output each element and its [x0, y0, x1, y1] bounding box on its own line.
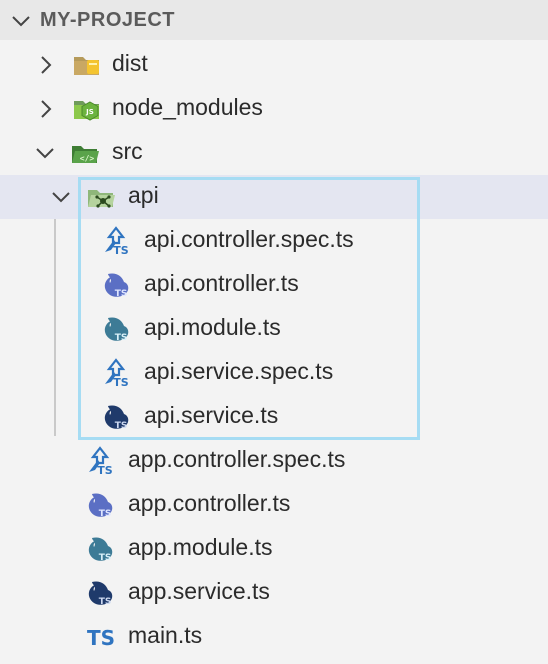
tree-item-label: api.service.ts: [144, 402, 279, 428]
tree-item-label: api.service.spec.ts: [144, 358, 334, 384]
tree-item-label: node_modules: [112, 94, 263, 120]
tree-item-label: app.controller.ts: [128, 490, 291, 516]
tree-item-label: app.module.ts: [128, 534, 273, 560]
svg-text:</>: </>: [80, 154, 95, 163]
tree-item-app-service[interactable]: TS app.service.ts: [0, 571, 548, 615]
ts-badge-text: TS: [87, 626, 115, 650]
tree-item-app-module[interactable]: TS app.module.ts: [0, 527, 548, 571]
chevron-down-icon: [12, 16, 30, 27]
tree-item-api[interactable]: api: [0, 175, 548, 219]
tree-item-api-service-spec[interactable]: TS api.service.spec.ts: [0, 351, 548, 395]
tree-item-dist[interactable]: dist: [0, 43, 548, 87]
folder-src-icon: </>: [72, 146, 99, 163]
tree-item-label: app.service.ts: [128, 578, 270, 604]
nest-spec-ts-icon: TS: [105, 226, 129, 256]
chevron-down-icon: [36, 148, 54, 159]
tree-item-api-controller[interactable]: TS api.controller.ts: [0, 263, 548, 307]
nest-module-ts-icon: TS: [104, 317, 129, 343]
typescript-icon: TS: [87, 626, 115, 650]
nest-controller-ts-icon: TS: [88, 493, 113, 519]
tree-item-api-controller-spec[interactable]: TS api.controller.spec.ts: [0, 219, 548, 263]
tree-item-label: src: [112, 138, 143, 164]
folder-node-icon: JS: [74, 101, 99, 121]
svg-text:TS: TS: [99, 553, 112, 563]
tree-item-label: api.controller.ts: [144, 270, 299, 296]
svg-text:TS: TS: [99, 597, 112, 607]
svg-text:TS: TS: [115, 289, 128, 299]
svg-text:TS: TS: [97, 464, 113, 476]
folder-dist-icon: [74, 57, 99, 75]
nest-spec-ts-icon: TS: [89, 446, 113, 476]
tree-item-label: dist: [112, 50, 148, 76]
tree-item-api-service[interactable]: TS api.service.ts: [0, 395, 548, 439]
tree-item-label: api.controller.spec.ts: [144, 226, 354, 252]
section-title: MY-PROJECT: [40, 9, 176, 31]
explorer-section-header[interactable]: MY-PROJECT: [0, 0, 548, 40]
svg-text:TS: TS: [115, 333, 128, 343]
chevron-right-icon: [41, 56, 52, 74]
svg-text:TS: TS: [113, 244, 129, 256]
tree-item-label: app.controller.spec.ts: [128, 446, 346, 472]
svg-text:TS: TS: [99, 509, 112, 519]
svg-text:JS: JS: [85, 108, 94, 116]
nest-controller-ts-icon: TS: [104, 273, 129, 299]
nest-service-ts-icon: TS: [88, 581, 113, 607]
tree-item-app-controller[interactable]: TS app.controller.ts: [0, 483, 548, 527]
nest-spec-ts-icon: TS: [105, 358, 129, 388]
folder-api-icon: [88, 190, 115, 208]
tree-item-label: api: [128, 182, 159, 208]
tree-item-api-module[interactable]: TS api.module.ts: [0, 307, 548, 351]
svg-text:TS: TS: [115, 421, 128, 431]
chevron-right-icon: [41, 100, 52, 118]
nest-service-ts-icon: TS: [104, 405, 129, 431]
tree-item-main[interactable]: TS main.ts: [0, 615, 548, 659]
tree-item-app-controller-spec[interactable]: TS app.controller.spec.ts: [0, 439, 548, 483]
tree-item-node-modules[interactable]: JS node_modules: [0, 87, 548, 131]
tree-item-label: api.module.ts: [144, 314, 281, 340]
indent-guide-src: [54, 178, 56, 436]
nest-module-ts-icon: TS: [88, 537, 113, 563]
svg-text:TS: TS: [113, 376, 129, 388]
chevron-down-icon: [52, 192, 70, 203]
tree-item-src[interactable]: </> src: [0, 131, 548, 175]
tree-item-label: main.ts: [128, 622, 203, 648]
